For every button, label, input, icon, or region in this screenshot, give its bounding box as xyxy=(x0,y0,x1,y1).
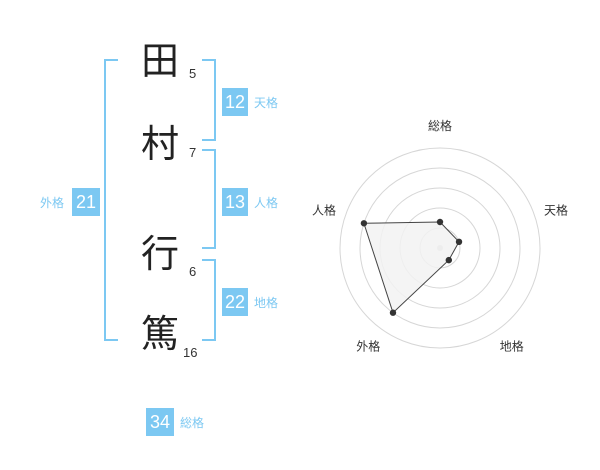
radar-polygon xyxy=(363,221,460,314)
radar-point-1 xyxy=(436,218,444,226)
soukaku-value: 34 xyxy=(146,408,174,436)
gaikaku-value: 21 xyxy=(72,188,100,216)
tenkaku-label: 天格 xyxy=(254,96,279,110)
stroke-count-1: 5 xyxy=(189,66,197,81)
radar-axis-label-4: 外格 xyxy=(356,339,380,354)
radar-axis-label-1: 総格 xyxy=(428,118,452,133)
tenkaku-bracket xyxy=(202,59,216,141)
stroke-count-3: 6 xyxy=(189,264,197,279)
radar-point-3 xyxy=(445,256,453,264)
radar-axis-label-5: 人格 xyxy=(312,202,336,217)
tenkaku-value: 12 xyxy=(222,88,248,116)
name-char-4: 篤 xyxy=(140,312,179,356)
jinkaku-bracket xyxy=(202,149,216,249)
name-char-1: 田 xyxy=(140,39,179,83)
radar-series xyxy=(360,218,463,316)
chikaku-bracket xyxy=(202,259,216,341)
stroke-count-2: 7 xyxy=(189,145,197,160)
chikaku-value: 22 xyxy=(222,288,248,316)
radar-axis-label-2: 天格 xyxy=(544,202,568,217)
radar-ring-4 xyxy=(359,167,521,329)
name-char-2: 村 xyxy=(140,122,179,166)
radar-point-5 xyxy=(360,220,368,227)
name-char-3: 行 xyxy=(140,232,179,276)
radar-ring-5 xyxy=(339,147,541,349)
stroke-count-4: 16 xyxy=(183,345,198,360)
chikaku-label: 地格 xyxy=(254,296,279,310)
radar-point-4 xyxy=(389,309,397,316)
radar-grid xyxy=(339,147,541,349)
gaikaku-bracket xyxy=(104,59,118,341)
gaikaku-label: 外格 xyxy=(40,196,65,210)
jinkaku-value: 13 xyxy=(222,188,248,216)
jinkaku-label: 人格 xyxy=(254,196,279,210)
soukaku-label: 総格 xyxy=(180,416,205,430)
radar-axis-label-3: 地格 xyxy=(500,339,524,354)
radar-point-2 xyxy=(455,238,463,246)
